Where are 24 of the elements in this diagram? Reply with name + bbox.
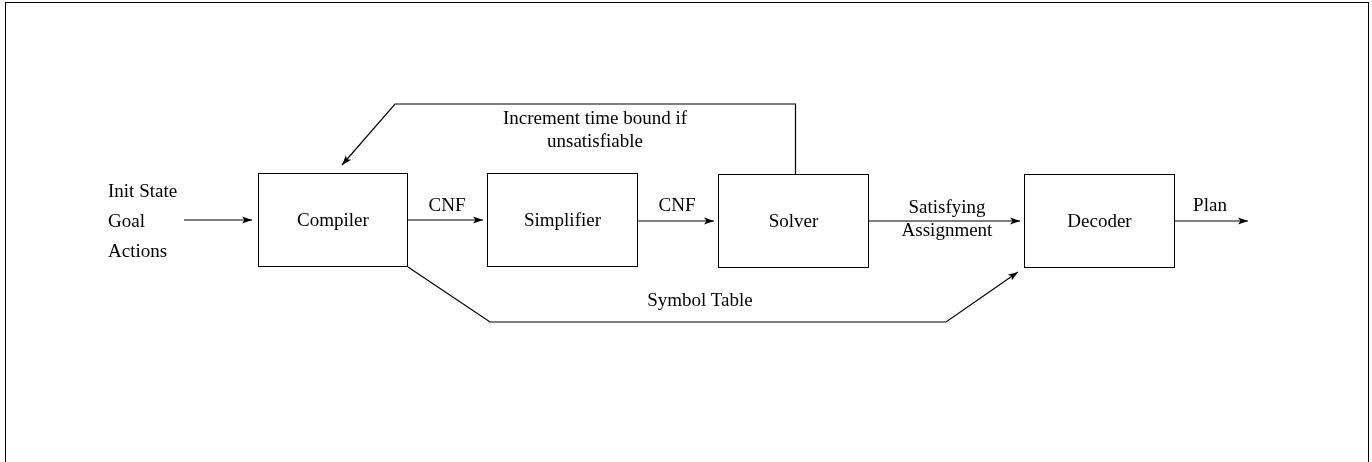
edge-label: CNF bbox=[657, 193, 697, 216]
box-label: Simplifier bbox=[523, 208, 602, 232]
arrow bbox=[868, 217, 1021, 225]
edge-label: CNF bbox=[427, 193, 467, 216]
box-label: Compiler bbox=[297, 208, 369, 232]
input-label: Goal bbox=[108, 209, 145, 233]
box-label: Decoder bbox=[1067, 209, 1132, 233]
arrow bbox=[407, 266, 1019, 323]
edge-label: Plan bbox=[1192, 193, 1228, 216]
process-box bbox=[258, 173, 408, 267]
edge-label: Increment time bound if unsatisfiable bbox=[501, 106, 689, 152]
edge-label: Symbol Table bbox=[646, 288, 754, 311]
arrow bbox=[1174, 217, 1249, 225]
input-label: Actions bbox=[108, 239, 168, 263]
input-label: Init State bbox=[108, 179, 178, 203]
arrow bbox=[407, 216, 484, 224]
arrow bbox=[183, 216, 253, 224]
arrow bbox=[637, 217, 715, 225]
box-label: Solver bbox=[768, 209, 819, 233]
arrow bbox=[341, 103, 797, 175]
edge-label: Satisfying Assignment bbox=[900, 195, 994, 241]
process-box bbox=[487, 173, 638, 267]
process-box bbox=[1024, 174, 1175, 268]
process-box bbox=[718, 174, 869, 268]
